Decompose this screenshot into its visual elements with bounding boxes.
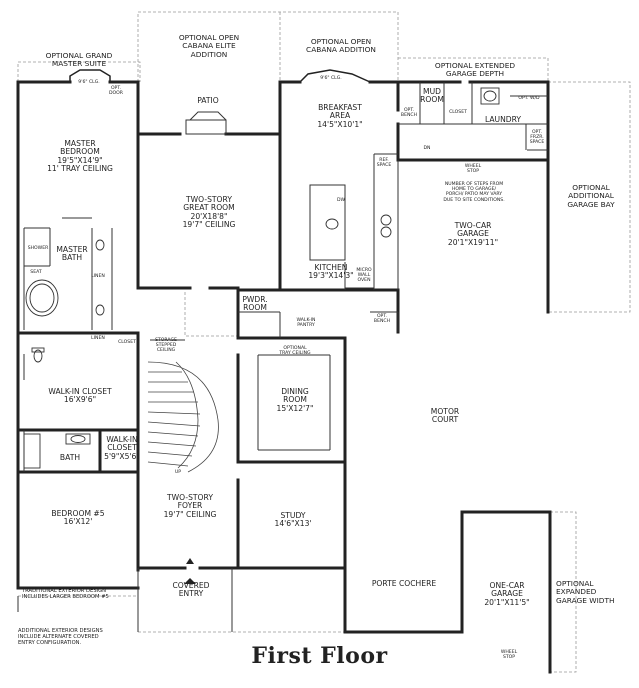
label-opt-door: OPT. DOOR (109, 86, 123, 97)
label-covered-entry: COVERED ENTRY (172, 581, 210, 599)
label-opt-frzr: OPT. FRZR. SPACE (529, 130, 545, 146)
label-wheel-stop-bottom: WHEEL STOP (500, 650, 518, 661)
label-linen-1: LINEN (91, 274, 105, 279)
label-clg-right: 9'6" CLG. (320, 76, 342, 81)
label-shower: SHOWER (27, 246, 49, 251)
label-opt-add-garage-bay: OPTIONAL ADDITIONAL GARAGE BAY (567, 183, 615, 209)
label-up: UP (174, 470, 182, 475)
label-closet-2: CLOSET (118, 340, 136, 345)
label-walk-in-closet-small: WALK-IN CLOSET 5'9"X5'6" (104, 435, 140, 461)
label-patio: PATIO (197, 96, 219, 105)
label-storage: STORAGE STEPPED CEILING (155, 338, 177, 354)
label-wheel-stop-top: WHEEL STOP (464, 164, 482, 175)
label-mud-room: MUD ROOM (420, 87, 444, 105)
label-bath: BATH (59, 453, 81, 462)
label-kitchen: KITCHEN 19'3"X14'3" (308, 263, 354, 281)
label-breakfast: BREAKFAST AREA 14'5"X10'1" (317, 103, 363, 129)
label-opt-exp-garage-width: OPTIONAL EXPANDED GARAGE WIDTH (556, 579, 615, 605)
label-study: STUDY 14'6"X13' (274, 511, 312, 529)
label-opt-cabana-elite: OPTIONAL OPEN CABANA ELITE ADDITION (178, 33, 240, 59)
label-opt-wd: OPT. W/D (518, 96, 540, 101)
label-great-room: TWO-STORY GREAT ROOM 20'X18'8" 19'7" CEI… (182, 195, 236, 230)
label-opt-cabana: OPTIONAL OPEN CABANA ADDITION (306, 37, 376, 55)
label-opt-bench-garage: OPT. BENCH (373, 314, 391, 325)
label-one-car-garage: ONE-CAR GARAGE 20'1"X11'5" (484, 581, 530, 607)
label-master-bedroom: MASTER BEDROOM 19'5"X14'9" 11' TRAY CEIL… (47, 139, 113, 174)
label-opt-ext-garage-depth: OPTIONAL EXTENDED GARAGE DEPTH (434, 61, 516, 79)
label-ref-space: REF. SPACE (376, 158, 392, 169)
label-opt-tray-ceiling: OPTIONAL TRAY CEILING (279, 346, 311, 357)
label-closet-mud: CLOSET (449, 110, 467, 115)
label-clg-left: 9'6" CLG. (78, 80, 100, 85)
label-additional-note: ADDITIONAL EXTERIOR DESIGNS INCLUDE ALTE… (18, 628, 103, 647)
label-bedroom5: BEDROOM #5 16'X12' (51, 509, 105, 527)
label-opt-grand-master: OPTIONAL GRAND MASTER SUITE (45, 51, 113, 69)
label-foyer: TWO-STORY FOYER 19'7" CEILING (163, 493, 217, 519)
label-steps-note: NUMBER OF STEPS FROM HOME TO GARAGE/ POR… (443, 182, 505, 203)
label-linen-2: LINEN (91, 336, 105, 341)
label-motor-court: MOTOR COURT (430, 407, 460, 425)
label-two-car-garage: TWO-CAR GARAGE 20'1"X19'11" (447, 221, 499, 247)
label-walk-in-closet-main: WALK-IN CLOSET 16'X9'6" (48, 387, 112, 405)
label-dw: DW (336, 198, 346, 203)
label-seat: SEAT (30, 270, 42, 275)
label-opt-bench-top: OPT. BENCH (400, 108, 418, 119)
label-traditional-note: TRADITIONAL EXTERIOR DESIGN INCLUDES LAR… (22, 588, 109, 601)
label-pwdr-room: PWDR. ROOM (242, 295, 268, 313)
label-walk-in-pantry: WALK-IN PANTRY (296, 318, 316, 329)
page-title: First Floor (251, 643, 388, 669)
label-dining-room: DINING ROOM 15'X12'7" (276, 387, 314, 413)
label-dn: DN (423, 146, 431, 151)
label-master-bath: MASTER BATH (56, 245, 88, 263)
label-porte-cochere: PORTE COCHERE (371, 579, 437, 588)
label-micro-wall-oven: MICRO WALL OVEN (356, 268, 372, 284)
label-laundry: LAUNDRY (484, 115, 522, 124)
